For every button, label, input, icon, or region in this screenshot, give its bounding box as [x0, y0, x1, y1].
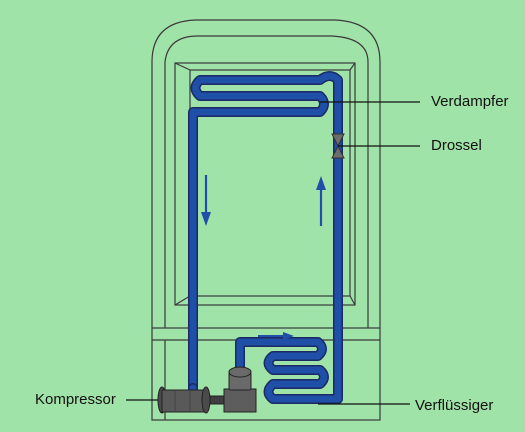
freezer-edge [349, 62, 356, 71]
compressor-right-cap [201, 386, 211, 414]
arrow-right-icon [258, 332, 294, 340]
arrow-up-icon [316, 176, 326, 226]
label-evaporator: Verdampfer [431, 93, 509, 110]
flow-arrows [201, 175, 326, 340]
compressor-pump-dome [228, 366, 252, 378]
arrow-down-icon [201, 175, 211, 226]
leader-lines [126, 101, 420, 405]
pipe-outline [188, 71, 343, 404]
freezer-compartment [174, 62, 356, 306]
compressor [157, 366, 257, 414]
cabinet-top-outline [151, 19, 381, 328]
freezer-edge [174, 62, 191, 71]
label-throttle: Drossel [431, 137, 482, 154]
refrigerant-pipe [188, 71, 343, 404]
freezer-edge [174, 295, 191, 306]
compressor-motor-body [161, 389, 207, 413]
label-compressor: Kompressor [35, 391, 116, 408]
freezer-edge [349, 295, 356, 306]
throttle-valve-upper [331, 133, 345, 148]
cabinet-inner-wall [164, 35, 369, 328]
machine-compartment [151, 327, 381, 421]
throttle-valve [331, 133, 345, 159]
label-condenser: Verflüssiger [415, 397, 494, 414]
pipe-body [189, 72, 342, 403]
compressor-pump-body [223, 388, 257, 413]
throttle-valve-lower [331, 144, 345, 159]
compressor-coupling [209, 395, 225, 405]
